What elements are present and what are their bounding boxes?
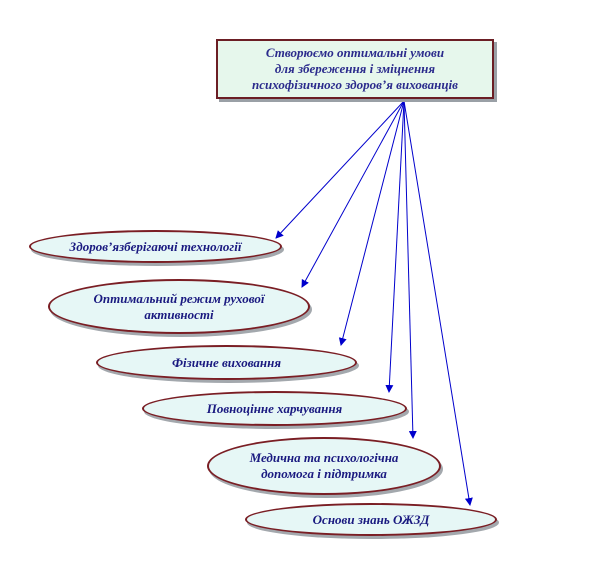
node-physical-education: Фізичне виховання — [96, 345, 357, 380]
node-ozhzd: Основи знань ОЖЗД — [245, 503, 497, 536]
node-ozhzd-line-1: Основи знань ОЖЗД — [312, 511, 430, 527]
node-motor-activity-line-1: Оптимальний режим рухової — [93, 290, 265, 306]
arrow-to-physical-education — [338, 100, 405, 346]
node-physical-education-line-1: Фізичне виховання — [171, 354, 282, 370]
arrow-to-motor-activity — [301, 100, 405, 288]
node-medical-psych-line-2: допомога і підтримка — [261, 466, 387, 481]
root-line-1: Створюємо оптимальні умови — [265, 45, 445, 60]
arrow-to-nutrition — [385, 100, 405, 393]
node-nutrition-line-1: Повноцінне харчування — [206, 400, 343, 416]
arrow-to-medical-psych — [403, 100, 417, 439]
node-motor-activity-line-2: активності — [144, 306, 214, 322]
node-medical-psych: Медична та психологічна допомога і підтр… — [207, 437, 441, 495]
node-health-tech: Здоров’язберігаючі технології — [29, 230, 282, 263]
arrow-to-health-tech — [275, 100, 405, 239]
root-line-3: психофізичного здоров’я вихованців — [252, 77, 458, 92]
arrow-to-ozhzd — [403, 100, 473, 506]
node-nutrition: Повноцінне харчування — [142, 391, 407, 426]
node-health-tech-line-1: Здоров’язберігаючі технології — [69, 238, 242, 254]
node-medical-psych-line-1: Медична та психологічна — [249, 450, 399, 465]
node-motor-activity: Оптимальний режим рухової активності — [48, 279, 310, 334]
root-box: Створюємо оптимальні умови для збереженн… — [216, 39, 494, 99]
root-line-2: для збереження і зміцнення — [274, 61, 436, 76]
